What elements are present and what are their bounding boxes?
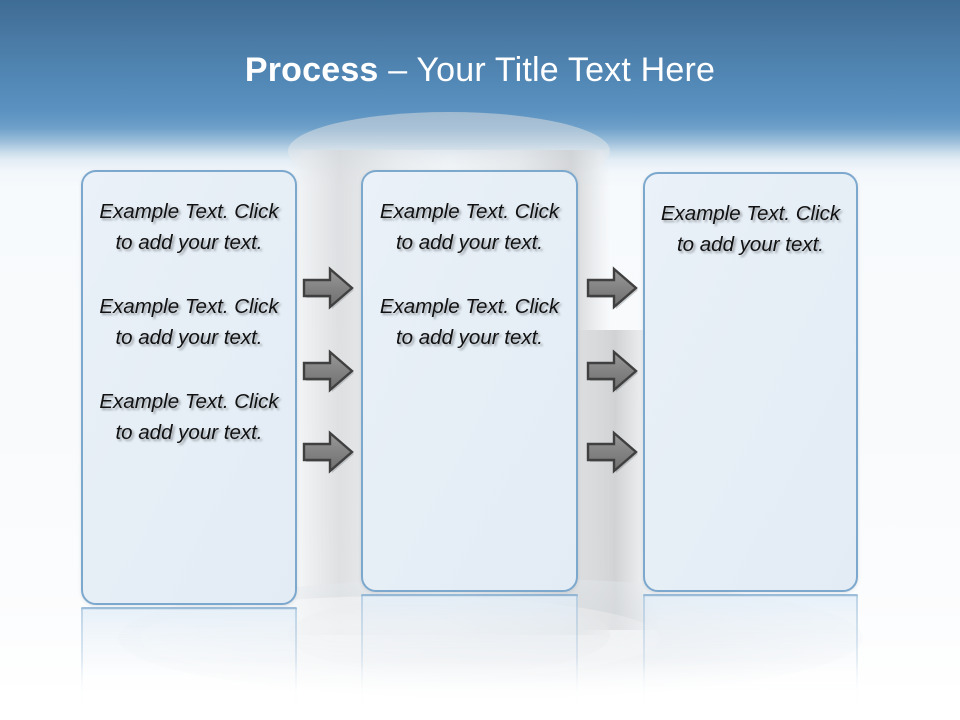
page-title: Process – Your Title Text Here: [0, 48, 960, 92]
process-box-content: Example Text. Click to add your text. Exa…: [363, 172, 576, 353]
process-box-2[interactable]: Example Text. Click to add your text. Exa…: [361, 170, 578, 592]
process-box-3[interactable]: Example Text. Click to add your text.: [643, 172, 858, 592]
process-box-1[interactable]: Example Text. Click to add your text. Exa…: [81, 170, 297, 605]
arrow-right-icon: [302, 349, 354, 393]
process-text-paragraph[interactable]: Example Text. Click to add your text.: [99, 390, 279, 444]
process-text-paragraph[interactable]: Example Text. Click to add your text.: [99, 200, 279, 254]
bottom-fade-overlay: [0, 660, 960, 720]
reflection-cap: [643, 594, 858, 597]
arrow-right-icon: [586, 349, 638, 393]
title-rest: Your Title Text Here: [416, 51, 716, 89]
arrow-right-icon: [586, 430, 638, 474]
process-text-paragraph[interactable]: Example Text. Click to add your text.: [99, 295, 279, 349]
process-text-paragraph[interactable]: Example Text. Click to add your text.: [379, 295, 560, 349]
process-box-content: Example Text. Click to add your text.: [645, 174, 856, 260]
process-text-paragraph[interactable]: Example Text. Click to add your text.: [660, 202, 841, 256]
arrow-right-icon: [586, 266, 638, 310]
title-bold-part: Process: [244, 51, 379, 89]
process-box-content: Example Text. Click to add your text. Exa…: [83, 172, 295, 448]
process-text-paragraph[interactable]: Example Text. Click to add your text.: [379, 200, 560, 254]
title-separator: –: [378, 51, 417, 89]
reflection-cap: [361, 594, 578, 597]
arrow-right-icon: [302, 430, 354, 474]
arrow-right-icon: [302, 266, 354, 310]
reflection-cap: [81, 607, 297, 610]
